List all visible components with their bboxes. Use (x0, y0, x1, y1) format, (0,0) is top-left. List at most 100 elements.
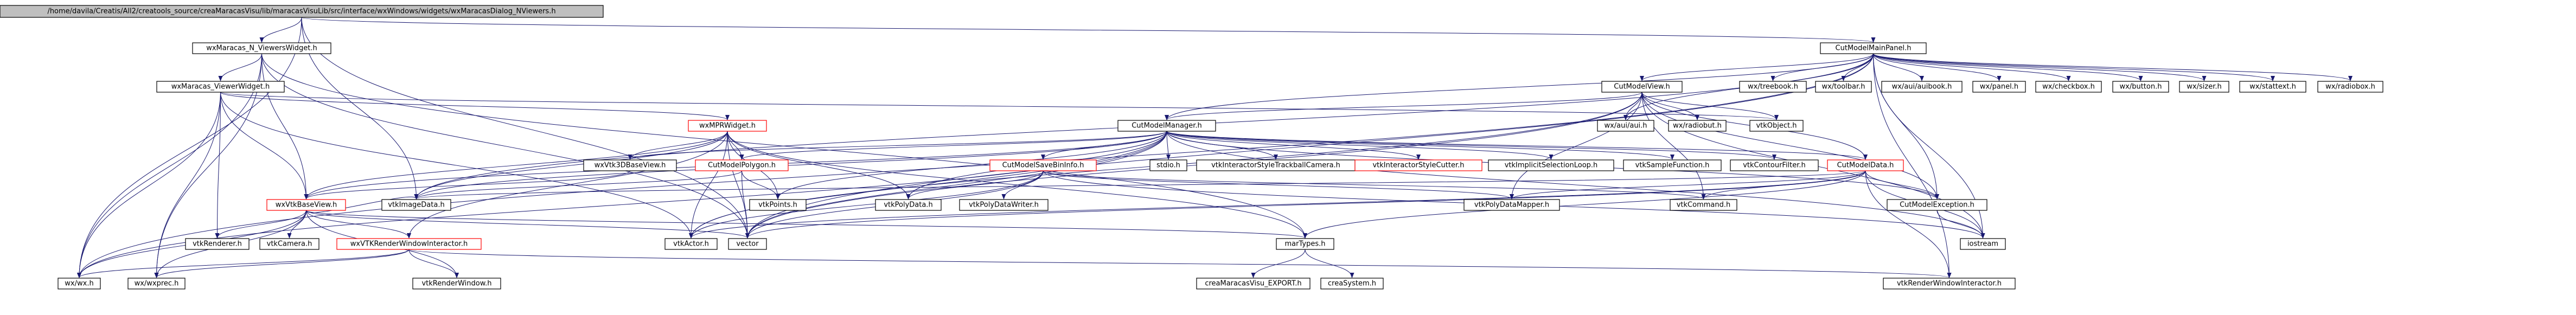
node-vector[interactable]: vector (728, 238, 767, 250)
node-contourfilter[interactable]: vtkContourFilter.h (1730, 159, 1819, 171)
edge-cutpanel-to-sizer (1873, 53, 2207, 81)
node-label-mpr: wxMPRWidget.h (699, 122, 756, 130)
node-iostream[interactable]: iostream (1960, 238, 2006, 250)
node-auinotebook[interactable]: wx/aui/auibook.h (1881, 81, 1963, 93)
edge-savebin-to-command (1043, 170, 1706, 200)
node-vtkbaseview[interactable]: wxVtkBaseView.h (266, 199, 346, 211)
node-box-auinotebook (1881, 81, 1963, 93)
node-toolbar[interactable]: wx/toolbar.h (1815, 81, 1872, 93)
node-stattext[interactable]: wx/stattext.h (2239, 81, 2306, 93)
node-box-vector (728, 238, 767, 250)
edge-cutmanager-to-cutdata (1166, 131, 1868, 160)
node-cutpanel[interactable]: CutModelMainPanel.h (1820, 42, 1927, 54)
node-nviewers[interactable]: wxMaracas_N_ViewersWidget.h (192, 42, 331, 54)
node-label-panel: wx/panel.h (1980, 83, 2018, 91)
node-box-stylecutter (1354, 159, 1482, 171)
edge-cutmanager-to-contourfilter (1166, 131, 1776, 160)
node-polymapper[interactable]: vtkPolyDataMapper.h (1463, 199, 1560, 211)
node-box-points (749, 199, 807, 211)
node-stdio[interactable]: stdio.h (1149, 159, 1187, 171)
node-command[interactable]: vtkCommand.h (1670, 199, 1737, 211)
node-cutdata[interactable]: CutModelData.h (1827, 159, 1904, 171)
edge-cutpanel-to-checkbox (1873, 53, 2071, 81)
node-label-cutpanel: CutModelMainPanel.h (1836, 44, 1912, 53)
node-export[interactable]: creaMaracasVisu_EXPORT.h (1196, 278, 1311, 290)
edge-cutmanager-to-cutpolygon (739, 131, 1167, 160)
node-label-command: vtkCommand.h (1677, 201, 1731, 209)
edge-vtk3dbase-to-vtkbaseview (304, 170, 630, 200)
edge-rwinteractor_wx-to-renderwindow (408, 249, 459, 278)
node-label-creasystem: creaSystem.h (1328, 280, 1376, 288)
edge-cutpanel-to-wxwx (77, 53, 1874, 278)
edge-mpr-to-polydata (727, 131, 911, 200)
node-panel[interactable]: wx/panel.h (1972, 81, 2026, 93)
node-box-aui (1597, 120, 1654, 132)
node-wxwx[interactable]: wx/wx.h (57, 278, 101, 290)
node-label-cutmanager: CutModelManager.h (1132, 122, 1202, 130)
edge-cutmanager-to-wxwx (77, 131, 1167, 278)
node-box-contourfilter (1730, 159, 1819, 171)
node-box-treebook (1739, 81, 1807, 93)
edge-viewerwidget-to-vtkbaseview (220, 92, 309, 200)
node-box-savebin (989, 159, 1097, 171)
node-vtk3dbase[interactable]: wxVtk3DBaseView.h (583, 159, 677, 171)
node-imagedata[interactable]: vtkImageData.h (381, 199, 451, 211)
node-renderer[interactable]: vtkRenderer.h (185, 238, 250, 250)
node-treebook[interactable]: wx/treebook.h (1739, 81, 1807, 93)
node-label-vtk3dbase: wxVtk3DBaseView.h (595, 162, 666, 170)
node-root[interactable]: /home/davila/Creatis/All2/creatools_sour… (0, 5, 604, 18)
node-box-polydata (875, 199, 942, 211)
node-exception[interactable]: CutModelException.h (1887, 199, 1987, 211)
edge-nviewers-to-wxexprec (154, 53, 262, 278)
edge-cutdata-to-imagedata (414, 170, 1866, 200)
node-points[interactable]: vtkPoints.h (749, 199, 807, 211)
node-cutpolygon[interactable]: CutModelPolygon.h (695, 159, 789, 171)
node-label-vector: vector (736, 240, 759, 248)
node-creasystem[interactable]: creaSystem.h (1320, 278, 1384, 290)
node-box-cutdata (1827, 159, 1904, 171)
node-rwinteractor[interactable]: vtkRenderWindowInteractor.h (1883, 278, 2016, 290)
node-checkbox[interactable]: wx/checkbox.h (2035, 81, 2102, 93)
node-actor[interactable]: vtkActor.h (664, 238, 718, 250)
node-camera[interactable]: vtkCamera.h (259, 238, 319, 250)
edge-nviewers-to-vector (261, 53, 750, 239)
edge-cutmanager-to-implicitsel (1166, 131, 1554, 160)
node-viewerwidget[interactable]: wxMaracas_ViewerWidget.h (156, 81, 285, 93)
node-polywriter[interactable]: vtkPolyDataWriter.h (959, 199, 1049, 211)
node-radiobox[interactable]: wx/radiobox.h (2317, 81, 2383, 93)
node-cutmanager[interactable]: CutModelManager.h (1117, 120, 1216, 132)
node-renderwindow[interactable]: vtkRenderWindow.h (412, 278, 501, 290)
node-sizer[interactable]: wx/sizer.h (2179, 81, 2229, 93)
node-box-checkbox (2035, 81, 2102, 93)
edge-vtkbaseview-to-camera (287, 210, 306, 239)
node-implicitsel[interactable]: vtkImplicitSelectionLoop.h (1488, 159, 1614, 171)
node-box-radiobox (2317, 81, 2383, 93)
node-label-export: creaMaracasVisu_EXPORT.h (1205, 280, 1301, 288)
node-label-savebin: CutModelSaveBinInfo.h (1002, 162, 1084, 170)
node-box-polywriter (959, 199, 1049, 211)
node-samplefunc[interactable]: vtkSampleFunction.h (1623, 159, 1722, 171)
node-box-radiobut (1668, 120, 1727, 132)
node-rwinteractor_wx[interactable]: wxVTKRenderWindowInteractor.h (336, 238, 482, 250)
node-savebin[interactable]: CutModelSaveBinInfo.h (989, 159, 1097, 171)
edge-cutpanel-to-radiobox (1873, 53, 2353, 81)
node-trackball[interactable]: vtkInteractorStyleTrackballCamera.h (1196, 159, 1356, 171)
node-button[interactable]: wx/button.h (2112, 81, 2169, 93)
node-vtkobject[interactable]: vtkObject.h (1749, 120, 1804, 132)
node-wxexprec[interactable]: wx/wxprec.h (127, 278, 186, 290)
node-label-auinotebook: wx/aui/auibook.h (1892, 83, 1952, 91)
node-polydata[interactable]: vtkPolyData.h (875, 199, 942, 211)
node-radiobut[interactable]: wx/radiobut.h (1668, 120, 1727, 132)
node-aui[interactable]: wx/aui/aui.h (1597, 120, 1654, 132)
node-box-cutpanel (1820, 42, 1927, 54)
edge-cutpanel-to-toolbar (1841, 53, 1874, 81)
node-martypes[interactable]: marTypes.h (1276, 238, 1334, 250)
edge-cutview-to-exception (1641, 92, 1939, 200)
node-box-renderwindow (412, 278, 501, 290)
node-label-rwinteractor: vtkRenderWindowInteractor.h (1897, 280, 2002, 288)
node-stylecutter[interactable]: vtkInteractorStyleCutter.h (1354, 159, 1482, 171)
node-mpr[interactable]: wxMPRWidget.h (688, 120, 767, 132)
node-box-creasystem (1320, 278, 1384, 290)
node-cutview[interactable]: CutModelView.h (1601, 81, 1683, 93)
node-label-polywriter: vtkPolyDataWriter.h (969, 201, 1039, 209)
